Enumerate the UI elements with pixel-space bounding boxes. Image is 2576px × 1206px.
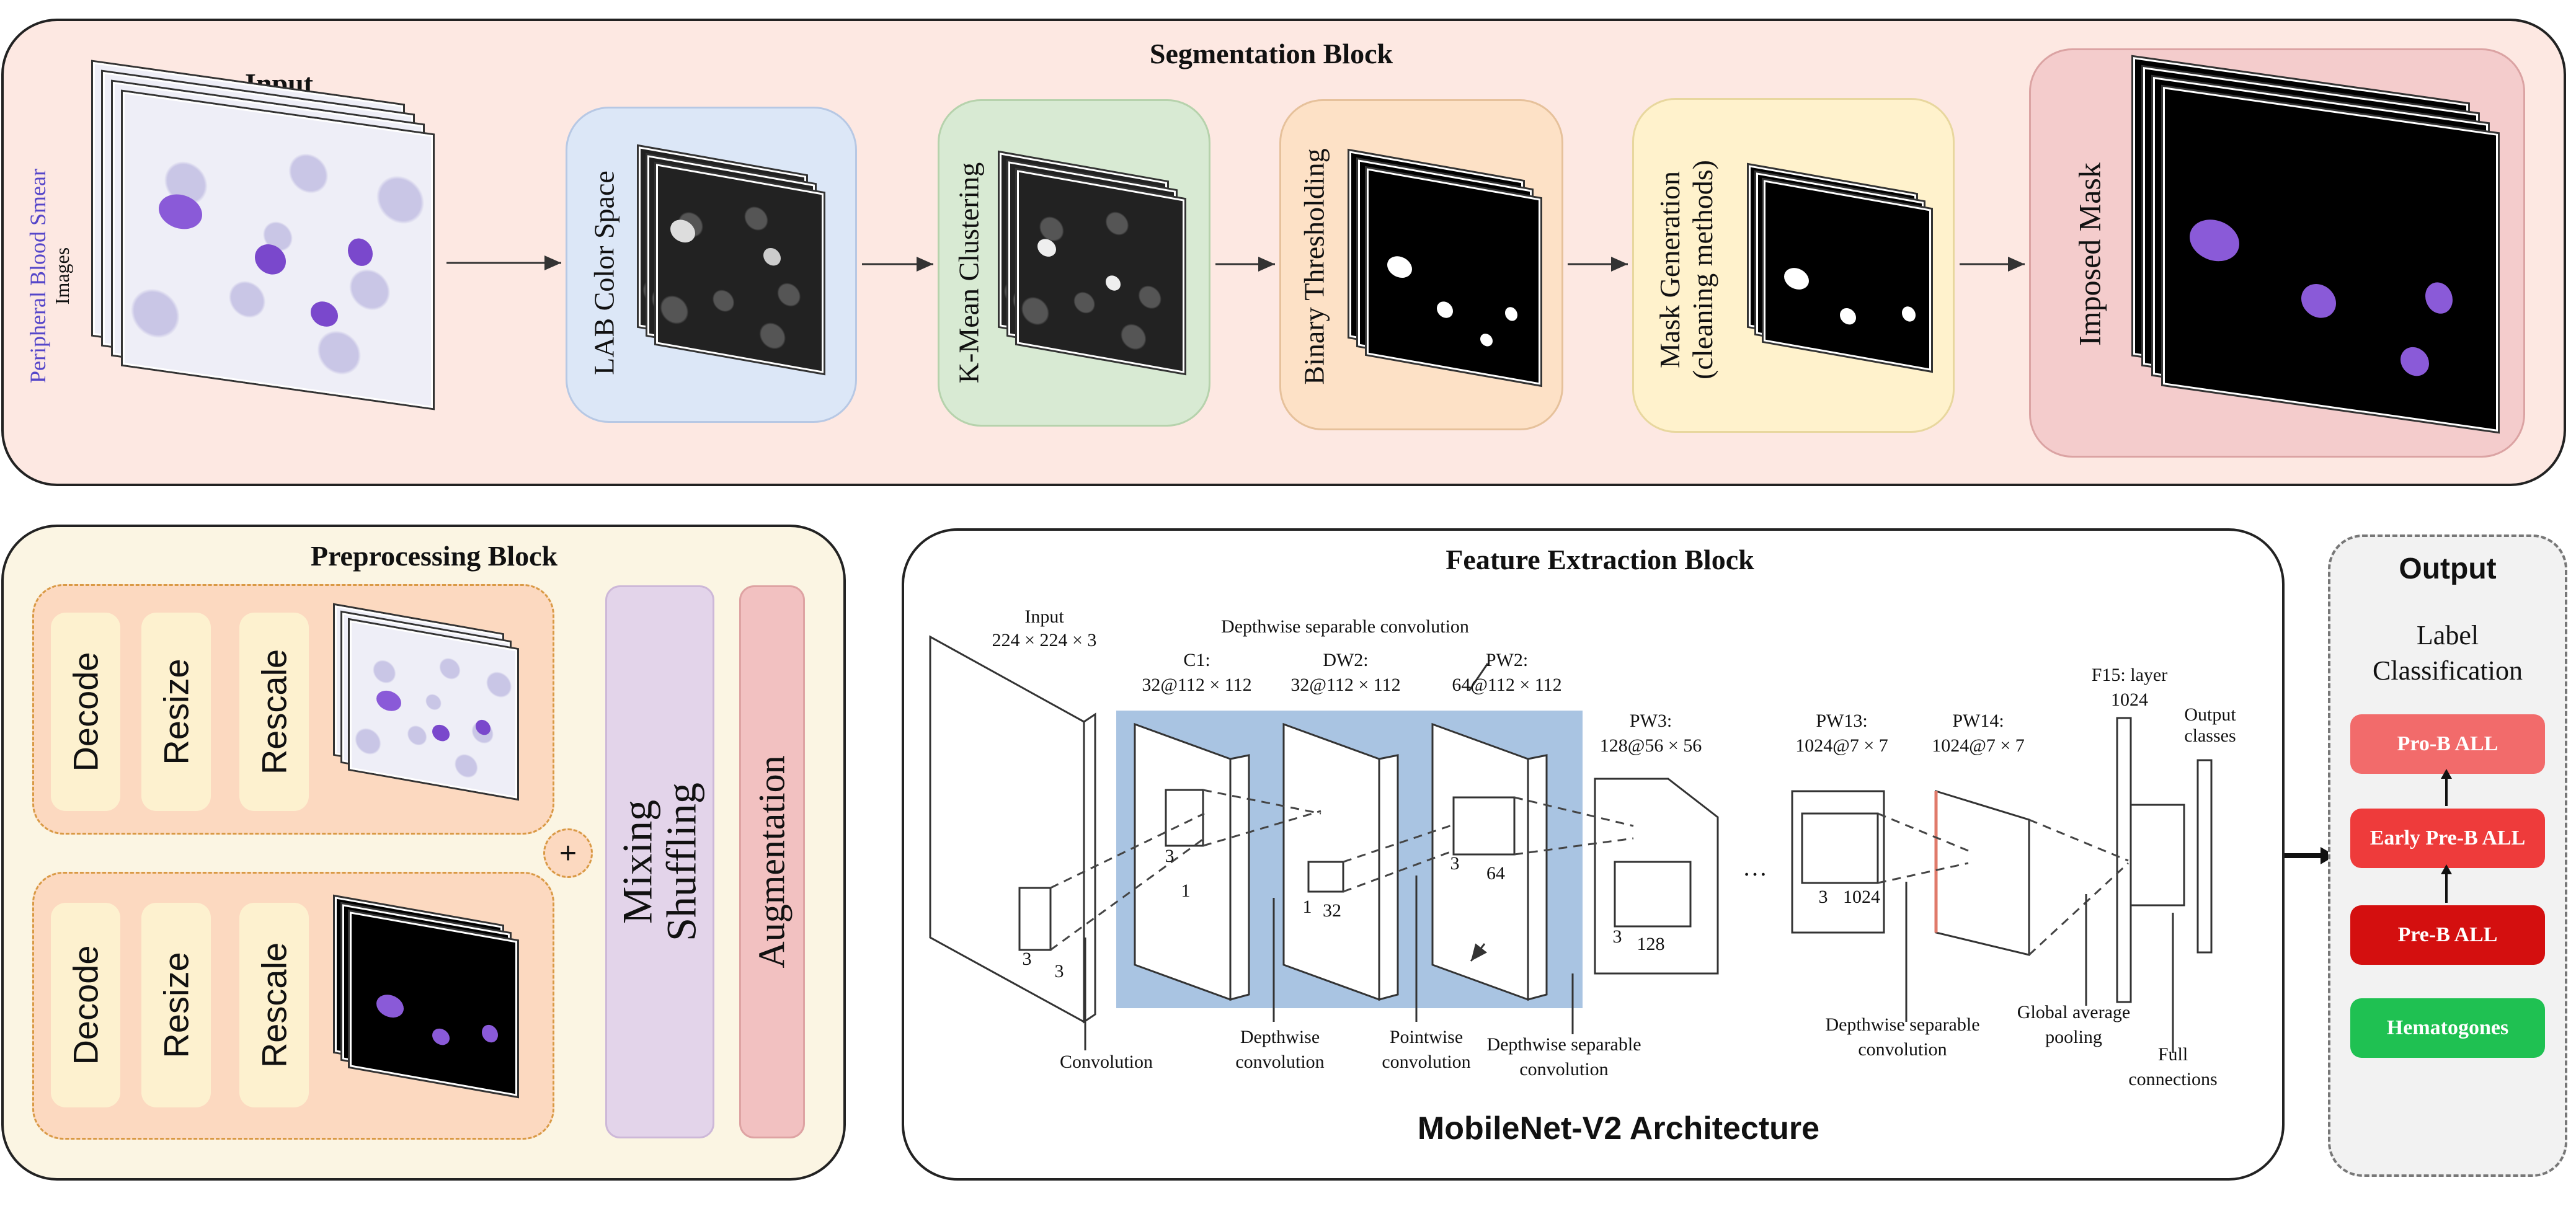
kernel-3b: 3	[1055, 961, 1064, 982]
output-classes-layer	[2196, 759, 2213, 954]
segmentation-title: Segmentation Block	[1149, 38, 1393, 69]
gap-label-1: Global average	[2017, 1002, 2130, 1022]
class-pre-b-all: Pre-B ALL	[2350, 905, 2545, 965]
input-kernel	[1018, 887, 1052, 951]
segmentation-arrows	[446, 255, 2025, 272]
class-hematogones: Hematogones	[2350, 998, 2545, 1058]
kernel-32: 32	[1323, 900, 1341, 921]
label-classification: Label Classification	[2328, 618, 2567, 688]
resize-op-2	[141, 903, 211, 1107]
decode-op-1	[51, 613, 120, 811]
resize-op-1	[141, 613, 211, 811]
output-classes-label-1: Output	[2184, 704, 2236, 725]
pw14-label: PW14:	[1952, 711, 2004, 731]
depthwise-label-2: convolution	[1235, 1052, 1324, 1072]
kernel-1b: 1	[1303, 897, 1312, 917]
gap-label-2: pooling	[2045, 1027, 2102, 1047]
rescale-label-1: Rescale	[254, 649, 294, 775]
kernel-3f: 3	[1819, 887, 1828, 907]
class-early-pre-b-all: Early Pre-B ALL	[2350, 809, 2545, 868]
pw14-size-label: 1024@7 × 7	[1932, 735, 2025, 756]
output-title: Output	[2399, 552, 2497, 585]
mixing-label: Mixing	[613, 799, 661, 924]
pw2-label: PW2:	[1486, 650, 1528, 670]
preprocess-smear-stack	[335, 605, 533, 806]
f15-layer	[2116, 717, 2132, 1003]
input-layer-side	[1083, 712, 1096, 1024]
mixing-shuffling-box	[605, 585, 714, 1138]
pw13-kernel	[1801, 812, 1879, 884]
label-classification-line1: Label	[2416, 620, 2479, 650]
dsc-c-label-1: Depthwise separable	[1825, 1014, 1979, 1035]
augmentation-label: Augmentation	[751, 755, 793, 969]
full-connection-bar	[2130, 804, 2185, 907]
ellipsis: …	[1743, 853, 1767, 881]
pw13-size-label: 1024@7 × 7	[1795, 735, 1888, 756]
class-pro-b-all: Pro-B ALL	[2350, 714, 2545, 774]
dw2-size-label: 32@112 × 112	[1290, 675, 1400, 695]
kernel-1: 1	[1181, 880, 1191, 901]
convolution-label: Convolution	[1060, 1052, 1153, 1072]
shuffling-label: Shuffling	[658, 783, 705, 941]
preprocessing-title: Preprocessing Block	[310, 540, 558, 572]
mobilenet-title: MobileNet-V2 Architecture	[1417, 1111, 1820, 1146]
decode-label-2: Decode	[66, 945, 105, 1065]
kernel-3a: 3	[1023, 949, 1032, 969]
c1-layer	[1134, 722, 1232, 1001]
decode-label-1: Decode	[66, 652, 105, 772]
preprocess-mask-stack	[335, 897, 533, 1116]
dsc-c-label-2: convolution	[1858, 1039, 1947, 1060]
mixing-shuffling-label: Mixing Shuffling	[613, 783, 705, 941]
pw2-size-label: 64@112 × 112	[1452, 675, 1561, 695]
c1-kernel	[1165, 789, 1204, 847]
full-label-1: Full	[2158, 1044, 2188, 1065]
dw2-label: DW2:	[1323, 650, 1368, 670]
label-classification-line2: Classification	[2373, 655, 2523, 686]
dsc-b-label-1: Depthwise separable	[1486, 1034, 1641, 1055]
resize-label-2: Resize	[156, 952, 196, 1058]
kernel-3c: 3	[1165, 846, 1175, 866]
kernel-1024: 1024	[1843, 887, 1880, 907]
dw2-kernel	[1307, 861, 1344, 893]
kernel-128: 128	[1637, 934, 1665, 954]
pointwise-label-1: Pointwise	[1390, 1027, 1463, 1047]
resize-label-1: Resize	[156, 658, 196, 765]
output-class-arrows	[2441, 769, 2452, 903]
c1-label: C1:	[1183, 650, 1210, 670]
depthwise-label-1: Depthwise	[1240, 1027, 1320, 1047]
augmentation-box	[739, 585, 805, 1138]
decode-op-2	[51, 903, 120, 1107]
input-title-label: Input	[1024, 606, 1064, 627]
rescale-label-2: Rescale	[254, 942, 294, 1068]
pw14-layer	[1935, 789, 2030, 956]
output-classes-label-2: classes	[2184, 725, 2236, 746]
pw13-label: PW13:	[1816, 711, 1867, 731]
pw2-layer	[1431, 722, 1529, 1001]
feature-extraction-title: Feature Extraction Block	[1446, 544, 1754, 575]
rescale-op-1	[239, 613, 309, 811]
plus-icon: +	[543, 828, 593, 878]
input-size-label: 224 × 224 × 3	[992, 630, 1097, 650]
kernel-3e: 3	[1613, 926, 1622, 947]
pointwise-label-2: convolution	[1382, 1052, 1470, 1072]
pw3-label: PW3:	[1630, 711, 1672, 731]
dsc-top-label: Depthwise separable convolution	[1221, 616, 1469, 637]
f15-label: F15: layer	[2092, 665, 2167, 685]
pw2-kernel	[1452, 796, 1516, 856]
dsc-b-label-2: convolution	[1519, 1059, 1608, 1080]
kernel-64: 64	[1486, 863, 1505, 884]
mobilenet-diagram: Input 224 × 224 × 3 Depthwise separable …	[929, 606, 2236, 1089]
pw3-size-label: 128@56 × 56	[1600, 735, 1702, 756]
c1-size-label: 32@112 × 112	[1142, 675, 1251, 695]
f15-size-label: 1024	[2111, 689, 2148, 710]
pw3-kernel	[1614, 861, 1692, 928]
kernel-3d: 3	[1450, 853, 1460, 874]
rescale-op-2	[239, 903, 309, 1107]
full-label-2: connections	[2128, 1069, 2217, 1089]
